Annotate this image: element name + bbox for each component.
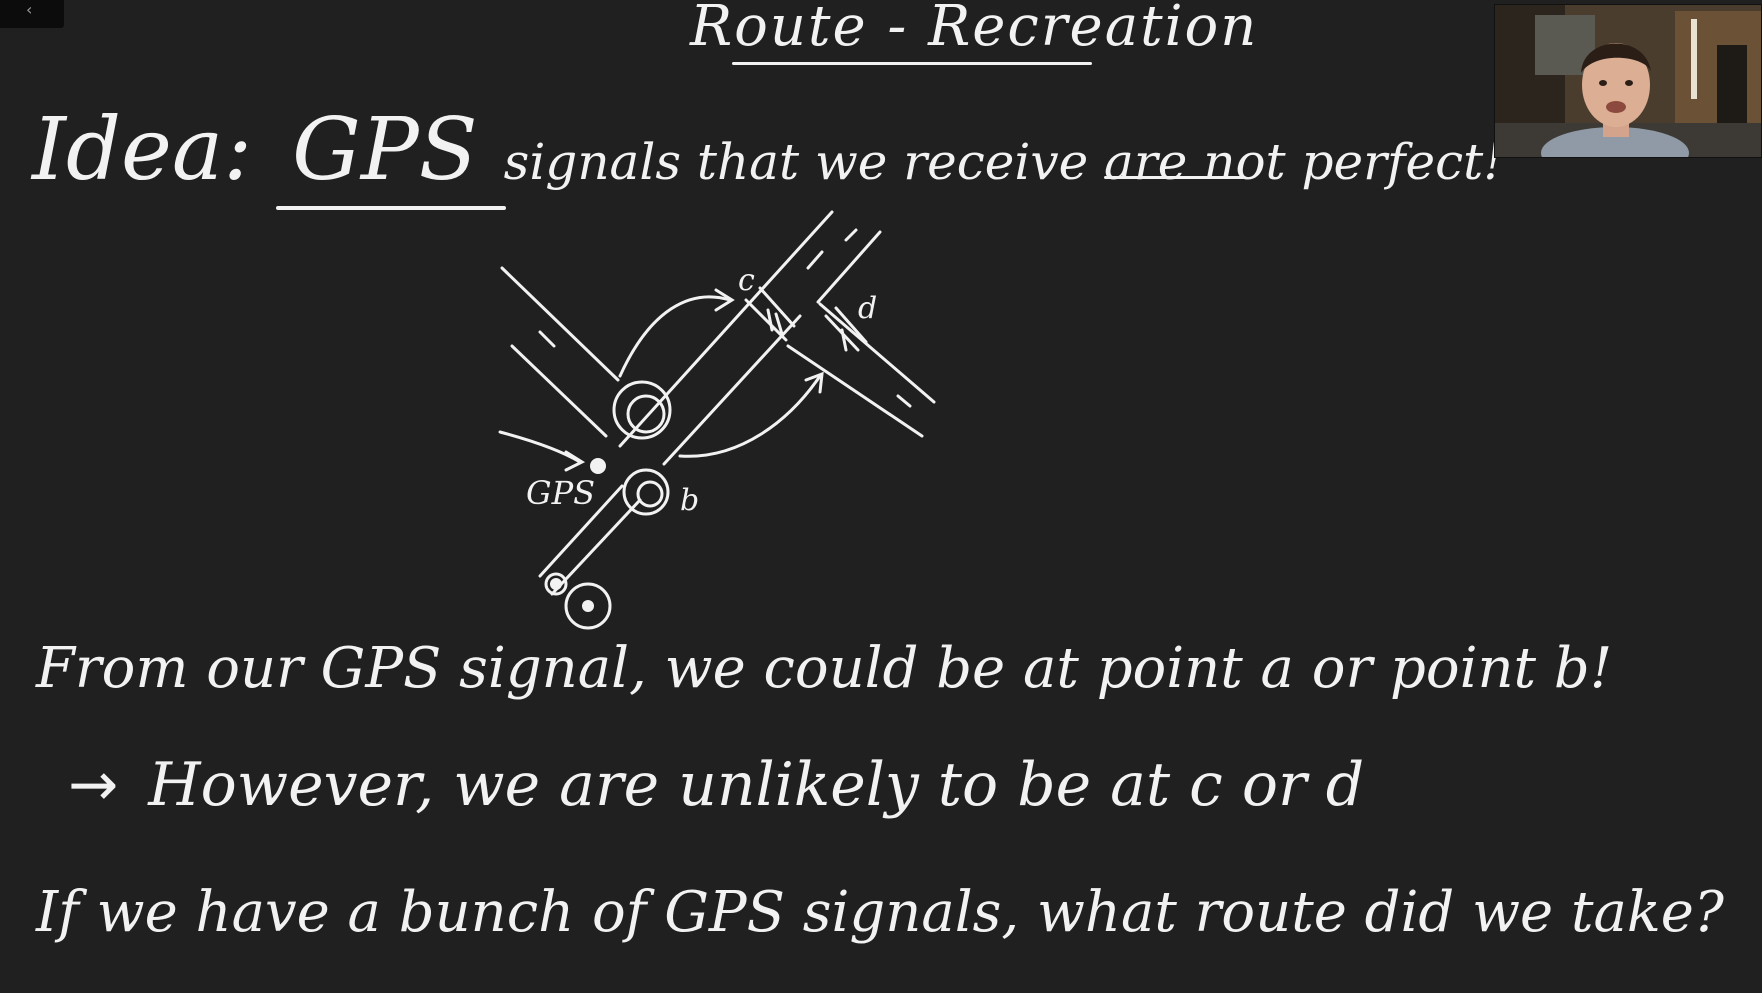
point-b-circle: [636, 480, 664, 508]
right-arrow-icon: →: [68, 750, 119, 820]
road-diagram: GPS b c d: [498, 210, 936, 630]
road-edge: [618, 210, 834, 448]
point-b-label: b: [680, 483, 699, 518]
road-dash: [844, 228, 858, 242]
idea-label: Idea:: [32, 100, 253, 200]
road-dash: [538, 330, 556, 348]
gps-underline: [276, 206, 506, 210]
road-edge: [550, 498, 642, 596]
road-edge: [662, 314, 802, 466]
point-b-circle: [622, 468, 670, 516]
route-end-circle: [564, 582, 612, 630]
text-line-1: From our GPS signal, we could be at poin…: [36, 636, 1613, 701]
road-edge: [786, 344, 924, 438]
point-a-circle: [626, 394, 666, 434]
end-dot: [582, 600, 594, 612]
crosswalk: [766, 308, 774, 332]
idea-statement: Idea: GPS signals that we receive are not …: [32, 100, 1503, 200]
title-underline: [732, 62, 1092, 65]
arrow-head: [714, 288, 735, 312]
point-a-circle: [612, 380, 672, 440]
arrow-head: [804, 371, 824, 394]
idea-rest: signals that we receive are not perfect!: [503, 133, 1504, 191]
text-line-2-body: However, we are unlikely to be at c or d: [148, 750, 1365, 820]
road-edge: [816, 230, 882, 304]
back-button[interactable]: ‹: [0, 0, 64, 28]
crosswalk: [758, 286, 796, 328]
perfect-underline: [1104, 176, 1246, 179]
arrow-to-c: [618, 295, 732, 378]
gps-label: GPS: [526, 474, 595, 512]
gps-dot: [590, 458, 606, 474]
road-edge: [538, 484, 624, 578]
idea-gps: GPS: [292, 100, 478, 200]
road-dash: [806, 250, 824, 270]
text-line-2: → However, we are unlikely to be at c or …: [68, 750, 1364, 820]
webcam-feed: [1495, 5, 1761, 157]
webcam-overlay[interactable]: [1494, 4, 1762, 158]
crosswalk: [840, 328, 848, 352]
arrow-to-d: [678, 374, 822, 458]
road-edge: [500, 266, 620, 382]
point-d-label: d: [858, 291, 877, 326]
point-c-label: c: [738, 263, 755, 298]
text-line-3: If we have a bunch of GPS signals, what …: [36, 880, 1724, 945]
crosswalk: [834, 306, 868, 344]
crosswalk: [774, 312, 784, 336]
crosswalk: [744, 298, 788, 342]
road-edge: [510, 344, 608, 438]
end-dot: [550, 578, 562, 590]
route-end-circle: [544, 572, 568, 596]
road-dash: [896, 394, 912, 408]
road-edge: [818, 302, 936, 404]
gps-arrow: [498, 430, 582, 464]
arrow-head: [564, 450, 586, 472]
page-title: Route - Recreation: [690, 0, 1259, 59]
back-icon: ‹: [26, 0, 33, 19]
